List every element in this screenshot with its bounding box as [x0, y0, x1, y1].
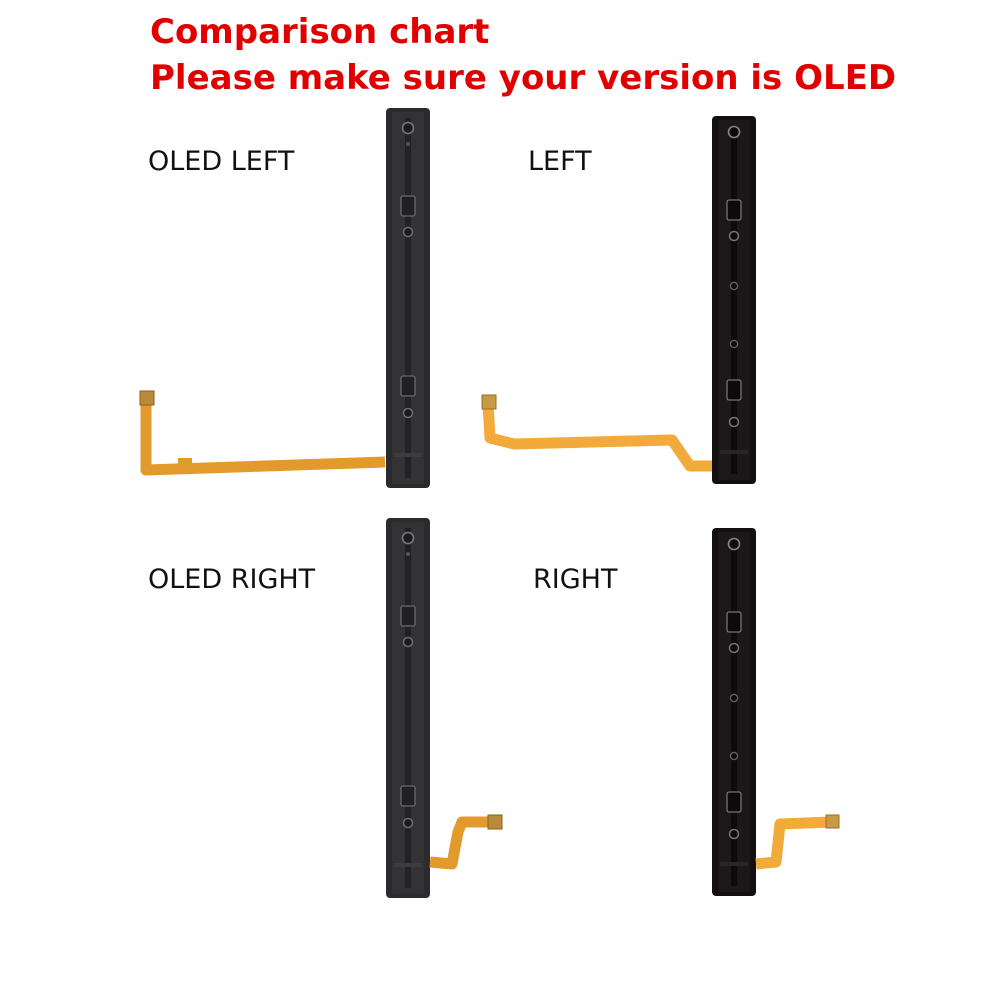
left-part [481, 115, 757, 485]
label-oled-right: OLED RIGHT [148, 564, 316, 595]
label-oled-left: OLED LEFT [148, 146, 295, 177]
label-left: LEFT [528, 146, 592, 177]
label-right: RIGHT [533, 564, 618, 595]
oled-left-part [139, 107, 431, 489]
page-subtitle: Please make sure your version is OLED [150, 58, 897, 98]
oled-right-part [385, 517, 503, 899]
page-title: Comparison chart [150, 12, 490, 52]
right-part [711, 527, 840, 897]
